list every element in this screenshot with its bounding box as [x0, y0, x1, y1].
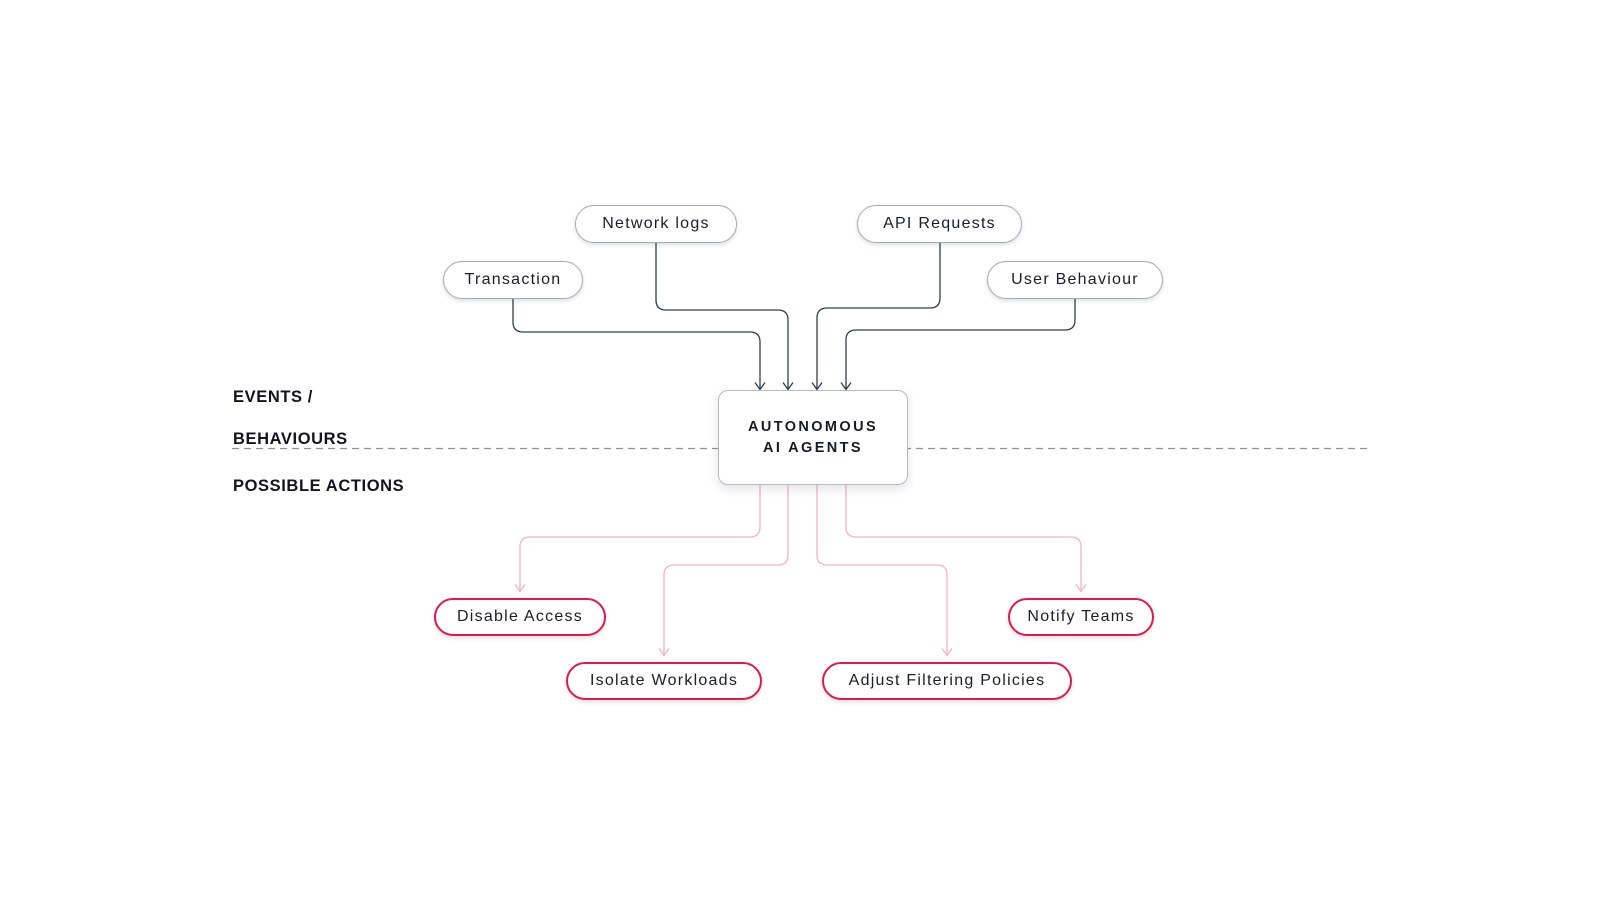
arrowhead-down-icon [840, 382, 852, 391]
node-disable-access: Disable Access [434, 598, 606, 636]
possible-actions-label: POSSIBLE ACTIONS [233, 477, 405, 495]
node-autonomous-ai-agents: AUTONOMOUS AI AGENTS [718, 390, 908, 485]
node-adjust-filtering-policies: Adjust Filtering Policies [822, 662, 1072, 700]
node-isolate-workloads: Isolate Workloads [566, 662, 762, 700]
events-label-line2: BEHAVIOURS [233, 430, 348, 448]
arrowhead-down-icon [941, 648, 953, 657]
node-user-behaviour: User Behaviour [987, 261, 1163, 299]
connector-transaction-to-agents [512, 299, 766, 391]
node-network-logs: Network logs [575, 205, 737, 243]
arrowhead-down-icon [658, 648, 670, 657]
arrowhead-down-icon [782, 382, 794, 391]
events-behaviours-label: EVENTS / BEHAVIOURS [233, 366, 348, 471]
connector-api-requests-to-agents [811, 243, 941, 391]
agent-title-line2: AI AGENTS [762, 439, 863, 456]
connector-agents-to-isolate-workloads [658, 485, 789, 657]
node-api-requests: API Requests [857, 205, 1022, 243]
arrowhead-down-icon [811, 382, 823, 391]
connector-agents-to-adjust-filtering-policies [816, 485, 953, 657]
connector-network-logs-to-agents [655, 243, 794, 391]
node-transaction: Transaction [443, 261, 583, 299]
node-notify-teams: Notify Teams [1008, 598, 1154, 636]
connector-agents-to-disable-access [514, 485, 761, 593]
arrowhead-down-icon [1075, 584, 1087, 593]
arrowhead-down-icon [514, 584, 526, 593]
arrowhead-down-icon [754, 382, 766, 391]
agent-title-line1: AUTONOMOUS [747, 418, 879, 435]
connector-user-behaviour-to-agents [840, 299, 1076, 391]
events-label-line1: EVENTS / [233, 388, 313, 406]
connector-agents-to-notify-teams [845, 485, 1087, 593]
